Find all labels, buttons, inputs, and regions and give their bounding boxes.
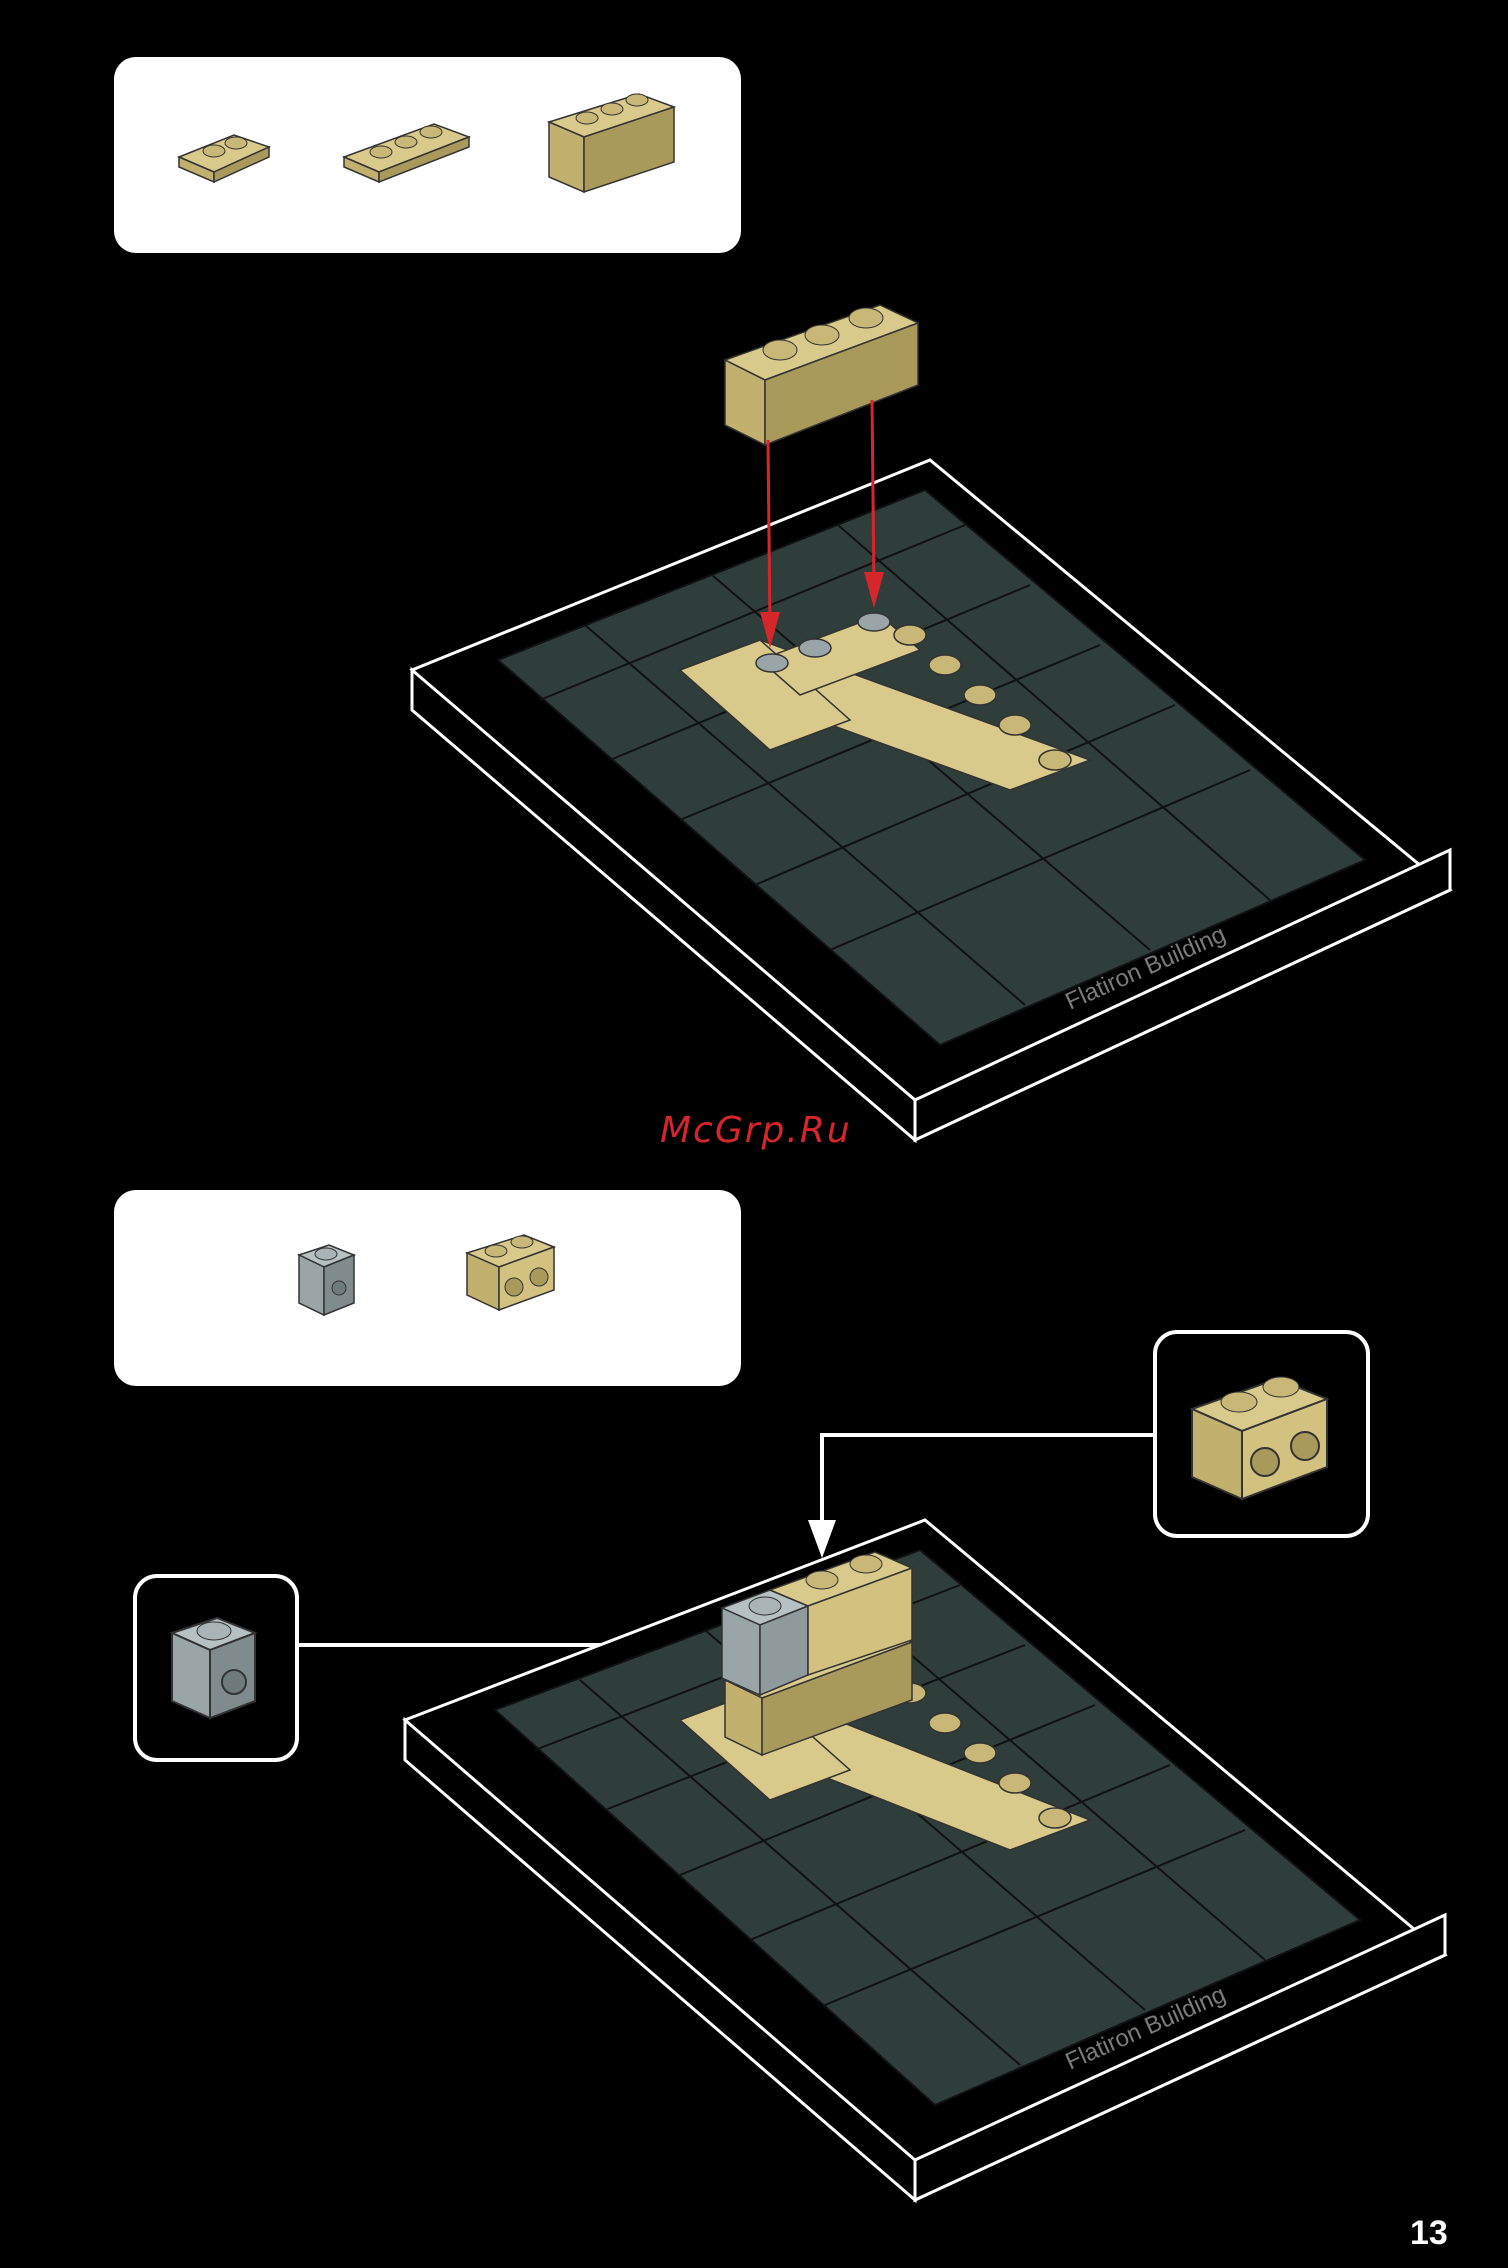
page-number: 13: [1410, 2214, 1448, 2253]
step-2-model: Flatiron Building: [0, 1290, 1508, 2268]
watermark: McGrp.Ru: [660, 1110, 852, 1151]
step-1-model: Flatiron Building: [0, 0, 1508, 1160]
new-gray-brick-1x1: [722, 1590, 808, 1695]
incoming-tan-brick-1x3: [725, 305, 918, 445]
